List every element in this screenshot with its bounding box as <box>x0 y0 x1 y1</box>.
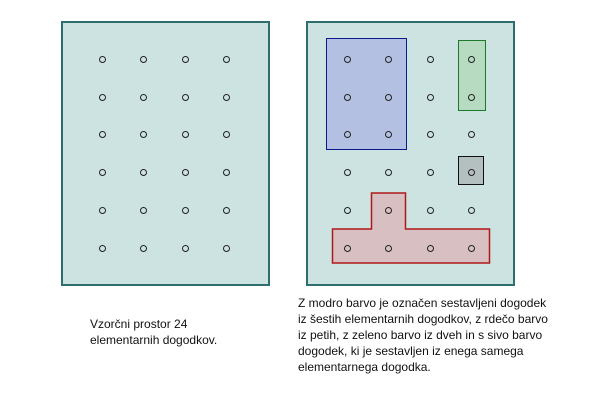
elementary-event-dot <box>467 93 475 101</box>
elementary-event-dot <box>181 93 189 101</box>
elementary-event-dot <box>181 55 189 63</box>
elementary-event-dot <box>181 130 189 138</box>
elementary-event-dot <box>139 244 147 252</box>
sample-space-panel <box>61 21 270 286</box>
elementary-event-dot <box>384 244 392 252</box>
elementary-event-dot <box>181 168 189 176</box>
elementary-event-dot <box>222 93 230 101</box>
elementary-event-dot <box>139 206 147 214</box>
caption-line: iz šestih elementarnih dogodkov, z rdečo… <box>298 312 548 326</box>
elementary-event-dot <box>343 168 351 176</box>
elementary-event-dot <box>384 55 392 63</box>
elementary-event-dot <box>98 244 106 252</box>
elementary-event-dot <box>343 244 351 252</box>
elementary-event-dot <box>139 55 147 63</box>
elementary-event-dot <box>426 168 434 176</box>
elementary-event-dot <box>181 244 189 252</box>
caption-line: Vzorčni prostor 24 <box>90 317 188 331</box>
elementary-event-dot <box>467 244 475 252</box>
elementary-event-dot <box>426 206 434 214</box>
elementary-event-dot <box>98 55 106 63</box>
elementary-event-dot <box>98 130 106 138</box>
elementary-event-dot <box>139 168 147 176</box>
caption-line: elementarnega dogodka. <box>298 360 431 374</box>
elementary-event-dot <box>467 168 475 176</box>
elementary-event-dot <box>222 244 230 252</box>
caption-line: elementarnih dogodkov. <box>90 333 218 347</box>
elementary-event-dot <box>384 206 392 214</box>
elementary-event-dot <box>343 130 351 138</box>
elementary-event-dot <box>98 168 106 176</box>
caption-line: dogodek, ki je sestavljen iz enega sameg… <box>298 344 524 358</box>
elementary-event-dot <box>426 130 434 138</box>
elementary-event-dot <box>139 93 147 101</box>
elementary-event-dot <box>426 244 434 252</box>
elementary-event-dot <box>467 55 475 63</box>
elementary-event-dot <box>467 130 475 138</box>
elementary-event-dot <box>343 206 351 214</box>
elementary-event-dot <box>426 93 434 101</box>
caption-line: Z modro barvo je označen sestavljeni dog… <box>298 296 547 310</box>
events-caption: Z modro barvo je označen sestavljeni dog… <box>298 295 548 375</box>
blue-event-region <box>326 38 407 150</box>
caption-line: iz petih, z zeleno barvo iz dveh in s si… <box>298 328 543 342</box>
elementary-event-dot <box>384 168 392 176</box>
elementary-event-dot <box>222 168 230 176</box>
elementary-event-dot <box>467 206 475 214</box>
elementary-event-dot <box>426 55 434 63</box>
elementary-event-dot <box>139 130 147 138</box>
elementary-event-dot <box>98 93 106 101</box>
elementary-event-dot <box>343 93 351 101</box>
elementary-event-dot <box>222 130 230 138</box>
elementary-event-dot <box>384 130 392 138</box>
elementary-event-dot <box>181 206 189 214</box>
sample-space-caption: Vzorčni prostor 24 elementarnih dogodkov… <box>90 316 217 348</box>
elementary-event-dot <box>222 55 230 63</box>
elementary-event-dot <box>222 206 230 214</box>
elementary-event-dot <box>98 206 106 214</box>
elementary-event-dot <box>343 55 351 63</box>
elementary-event-dot <box>384 93 392 101</box>
